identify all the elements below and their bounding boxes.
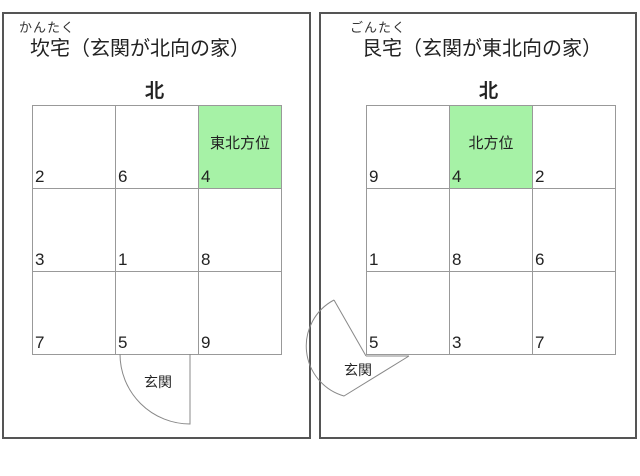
left-north-label: 北 [145,80,165,102]
left-direction-label: 東北方位 [209,134,270,152]
left-grid-cell: 9 [199,272,282,355]
right-grid-cell: 6 [533,189,616,272]
left-cell-number: 9 [201,333,211,352]
left-grid-cell: 8 [199,189,282,272]
left-ruby: かんたく [19,21,76,36]
left-cell-number: 8 [201,250,211,269]
right-ruby: ごんたく [350,21,407,36]
left-grid-cell: 3 [33,189,116,272]
right-grid-cell: 3 [450,272,533,355]
right-direction-label: 北方位 [468,134,514,152]
left-cell-number: 2 [35,167,45,186]
right-door-arc [305,299,410,397]
left-title: 坎宅（玄関が北向の家） [30,36,250,60]
right-grid-cell: 5 [367,272,450,355]
left-cell-number: 4 [201,167,211,186]
right-cell-number: 4 [452,167,462,186]
left-grid-cell: 1 [116,189,199,272]
left-cell-number: 3 [35,250,45,269]
right-north-label: 北 [479,80,499,102]
right-cell-number: 9 [369,167,379,186]
right-cell-number: 1 [369,250,379,269]
left-grid-cell: 6 [116,106,199,189]
right-grid-cell: 2 [533,106,616,189]
right-cell-number: 7 [535,333,545,352]
left-grid-cell: 2 [33,106,116,189]
left-grid-cell: 5 [116,272,199,355]
right-title: 艮宅（玄関が東北向の家） [362,36,602,60]
right-grid-cell: 9 [367,106,450,189]
left-cell-number: 1 [118,250,128,269]
left-cell-number: 5 [118,333,128,352]
right-cell-number: 5 [369,333,379,352]
right-grid: 9 北方位 4 2 1 8 6 5 3 7 [366,105,616,355]
right-cell-number: 3 [452,333,462,352]
right-cell-number: 6 [535,250,545,269]
left-cell-number: 7 [35,333,45,352]
left-grid: 2 6 東北方位 4 3 1 8 7 5 9 [32,105,282,355]
left-door-arc [119,353,191,425]
left-cell-number: 6 [118,167,128,186]
right-grid-cell: 1 [367,189,450,272]
right-grid-cell: 8 [450,189,533,272]
right-cell-number: 2 [535,167,545,186]
left-door-label: 玄関 [144,375,172,391]
right-grid-cell: 北方位 4 [450,106,533,189]
left-grid-cell: 7 [33,272,116,355]
right-door-label: 玄関 [344,363,372,379]
left-grid-cell: 東北方位 4 [199,106,282,189]
right-grid-cell: 7 [533,272,616,355]
right-cell-number: 8 [452,250,462,269]
